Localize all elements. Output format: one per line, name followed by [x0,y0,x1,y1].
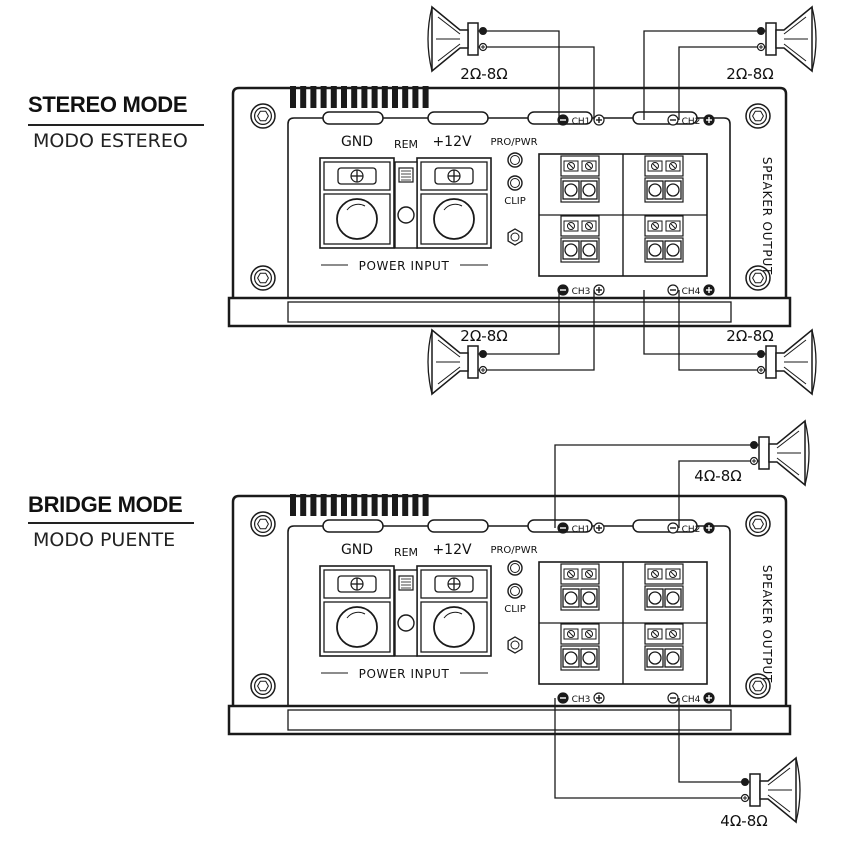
wire-ch2-minus [643,30,771,120]
plus12v-label: +12V [432,542,472,558]
clip-label: CLIP [504,604,526,615]
clip-label: CLIP [504,196,526,207]
ch4-label: CH4 [682,695,701,705]
impedance-ch2-label: 2Ω-8Ω [726,65,773,83]
stereo-title-divider [28,124,204,126]
wire-ch2-plus [678,46,771,120]
speakers: 2Ω-8Ω 2Ω-8Ω 2Ω-8Ω 2Ω-8Ω 4Ω-8Ω 4Ω-8Ω [427,5,817,830]
wire-ch3-minus [473,290,560,355]
wire-bridge-top-minus [554,444,764,528]
bridge-mode-title: BRIDGE MODE [28,492,183,517]
amp-panel [287,525,731,706]
impedance-bridge-bottom-label: 4Ω-8Ω [720,812,767,830]
ch1-label: CH1 [572,525,591,535]
impedance-ch1-label: 2Ω-8Ω [460,65,507,83]
amp-panel [287,117,731,298]
power-input-label: POWER INPUT [359,259,450,273]
speaker-output-label: SPEAKER OUTPUT [760,565,774,683]
wire-ch4-plus [678,290,771,371]
rem-terminal [394,569,418,657]
speaker-ch1-icon [427,5,488,73]
speaker-bridge-top-icon [749,419,810,487]
speaker-wires [473,30,771,799]
heatsink-fins [290,494,296,516]
bridge-amplifier: GND REM +12V POWER INPUT PRO/PWR CLIP SPEAKER … [227,494,792,736]
rem-label: REM [394,546,418,559]
stereo-amplifier: GND REM +12V POWER INPUT PRO/PWR CLIP SPEAKER … [227,86,792,328]
ch2-label: CH2 [682,525,701,535]
wire-bridge-top-plus [678,460,764,528]
rem-terminal [394,161,418,249]
impedance-bridge-top-label: 4Ω-8Ω [694,467,741,485]
speaker-ch3-icon [427,328,488,396]
wire-ch3-plus [473,290,595,371]
speaker-ch2-icon [756,5,817,73]
ch2-label: CH2 [682,117,701,127]
speaker-bridge-bottom-icon [740,756,801,824]
stereo-mode-subtitle: MODO ESTEREO [33,130,188,152]
amp-chassis [231,494,788,706]
ch1-label: CH1 [572,117,591,127]
pro-pwr-label: PRO/PWR [490,137,537,148]
wire-bridge-bottom-plus [554,698,755,799]
impedance-ch4-label: 2Ω-8Ω [726,327,773,345]
wire-ch4-minus [643,290,771,355]
ch3-label: CH3 [572,287,591,297]
ch3-label: CH3 [572,695,591,705]
stereo-mode-title: STEREO MODE [28,92,188,117]
rem-label: REM [394,138,418,151]
pro-pwr-label: PRO/PWR [490,545,537,556]
gnd-label: GND [341,542,373,558]
amp-chassis [231,86,788,298]
gnd-label: GND [341,134,373,150]
wire-ch1-minus [473,30,560,120]
speaker-output-label: SPEAKER OUTPUT [760,157,774,275]
ch4-label: CH4 [682,287,701,297]
power-input-label: POWER INPUT [359,667,450,681]
wire-bridge-bottom-minus [678,698,755,783]
speaker-ch4-icon [756,328,817,396]
bridge-title-divider [28,522,194,524]
panel-label-tab [322,519,384,533]
wire-ch1-plus [473,46,595,120]
bridge-mode-subtitle: MODO PUENTE [33,529,176,551]
heatsink-fins [290,86,296,108]
panel-label-tab [322,111,384,125]
plus12v-label: +12V [432,134,472,150]
impedance-ch3-label: 2Ω-8Ω [460,327,507,345]
